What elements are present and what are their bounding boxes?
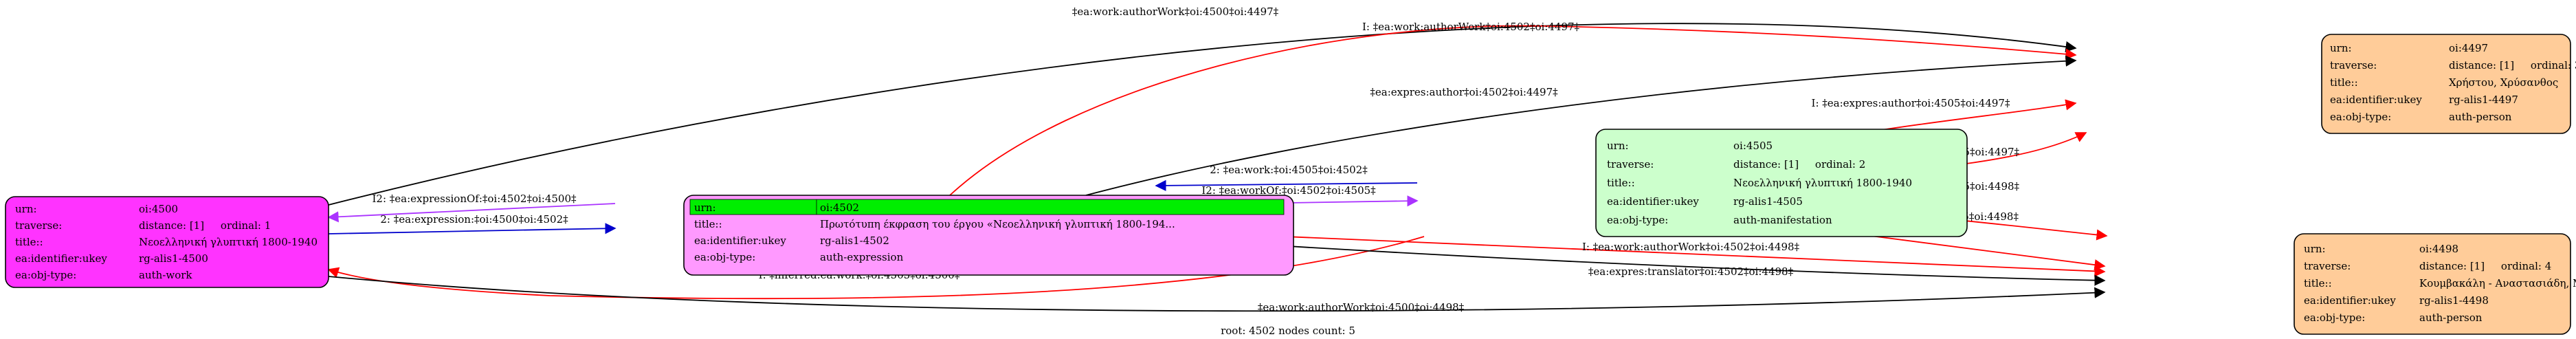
edge-label: ‡ea:expres:author‡oi:4502‡oi:4497‡ [1370, 86, 1558, 98]
row-value: Κουμβακάλη - Αναστασιάδη, Μυρτώ [2419, 277, 2576, 289]
row-key: ea:identifier:ukey [694, 234, 786, 247]
edge-label: I2: ‡ea:expressionOf:‡oi:4502‡oi:4500‡ [372, 193, 577, 205]
row-value: oi:4500 [139, 203, 178, 215]
row-value: distance: [1] ordinal: 3 [2449, 59, 2576, 72]
row-key: title:: [694, 218, 722, 230]
row-key: title:: [1607, 177, 1635, 189]
row-key: title:: [2330, 76, 2358, 89]
edge-label: I2: ‡ea:workOf:‡oi:4502‡oi:4505‡ [1201, 184, 1376, 197]
row-value: auth-work [139, 269, 192, 281]
row-key: ea:identifier:ukey [2304, 294, 2396, 307]
row-value: rg-alis1-4498 [2419, 294, 2489, 307]
row-value: auth-expression [820, 251, 904, 263]
edge-label: 2: ‡ea:expression:‡oi:4500‡oi:4502‡ [380, 213, 568, 226]
edge-label: ‡ea:work:authorWork‡oi:4500‡oi:4497‡ [1072, 6, 1279, 18]
row-value: rg-alis1-4497 [2449, 94, 2518, 106]
row-key: traverse: [15, 219, 62, 232]
row-key: traverse: [2304, 260, 2351, 272]
row-value: auth-person [2449, 111, 2512, 123]
row-value: auth-manifestation [1733, 214, 1832, 226]
row-value: Χρήστου, Χρύσανθος [2449, 76, 2558, 89]
row-value: oi:4502 [820, 201, 859, 214]
row-key: ea:identifier:ukey [2330, 94, 2422, 106]
edge-4500-4497-authorwork: ‡ea:work:authorWork‡oi:4500‡oi:4497‡ [328, 6, 2077, 206]
node-4498[interactable]: urn: oi:4498 traverse: distance: [1] ord… [2294, 233, 2576, 335]
edge-label: I: ‡ea:work:authorWork‡oi:4502‡oi:4498‡ [1582, 241, 1800, 253]
edge-4502-4500-expressionof: I2: ‡ea:expressionOf:‡oi:4502‡oi:4500‡ [327, 193, 616, 223]
row-key: title:: [15, 236, 43, 248]
edge-label: I: ‡ea:expres:author‡oi:4505‡oi:4497‡ [1812, 97, 2010, 109]
row-key: urn: [15, 203, 37, 215]
row-key: traverse: [1607, 158, 1654, 171]
row-key: title:: [2304, 277, 2332, 289]
edge-4500-4498-authorwork: ‡ea:work:authorWork‡oi:4500‡oi:4498‡ [328, 276, 2106, 314]
row-value: rg-alis1-4502 [820, 234, 889, 247]
row-value: rg-alis1-4505 [1733, 195, 1803, 208]
edge-label: ‡ea:expres:translator‡oi:4502‡oi:4498‡ [1588, 265, 1794, 278]
row-key: ea:obj-type: [2330, 111, 2391, 123]
edge-4505-4502-work: 2: ‡ea:work:‡oi:4505‡oi:4502‡ [1155, 164, 1418, 191]
row-key: ea:obj-type: [694, 251, 755, 263]
edge-label: I: ‡ea:work:authorWork‡oi:4502‡oi:4497‡ [1362, 21, 1580, 33]
edge-label: ‡ea:work:authorWork‡oi:4500‡oi:4498‡ [1258, 301, 1465, 314]
edge-4500-4502-expression: 2: ‡ea:expression:‡oi:4500‡oi:4502‡ [328, 213, 617, 234]
edge-4502-4498-translator: ‡ea:expres:translator‡oi:4502‡oi:4498‡ [1155, 237, 2106, 286]
edge-label: 2: ‡ea:work:‡oi:4505‡oi:4502‡ [1210, 164, 1368, 176]
row-key: ea:obj-type: [2304, 311, 2365, 324]
row-key: ea:obj-type: [1607, 214, 1668, 226]
node-4500[interactable]: urn: oi:4500 traverse: distance: [1] ord… [5, 196, 329, 288]
row-value: Νεοελληνική γλυπτική 1800-1940 [139, 236, 318, 248]
edge-4502-4497-inferred-authorwork: I: ‡ea:work:authorWork‡oi:4502‡oi:4497‡ [949, 21, 2077, 196]
urn-row-highlight [689, 199, 1285, 215]
row-value: distance: [1] ordinal: 2 [1733, 158, 1865, 171]
row-key: urn: [694, 201, 716, 214]
row-value: oi:4498 [2419, 243, 2458, 255]
row-value: distance: [1] ordinal: 1 [139, 219, 271, 232]
footer-caption: root: 4502 nodes count: 5 [1221, 325, 1355, 337]
node-4502-root[interactable]: urn: oi:4502 title:: Πρωτότυπη έκφραση τ… [683, 195, 1294, 276]
node-4505[interactable]: urn: oi:4505 traverse: distance: [1] ord… [1595, 129, 1968, 237]
row-value: oi:4497 [2449, 42, 2488, 54]
row-value: auth-person [2419, 311, 2483, 324]
row-key: urn: [2304, 243, 2326, 255]
edge-4502-4497-author: ‡ea:expres:author‡oi:4502‡oi:4497‡ [1085, 55, 2077, 196]
edge-4502-4498-inferred-authorwork: I: ‡ea:work:authorWork‡oi:4502‡oi:4498‡ [1155, 230, 2106, 277]
row-value: oi:4505 [1733, 140, 1773, 152]
row-key: urn: [1607, 140, 1629, 152]
row-key: ea:obj-type: [15, 269, 76, 281]
row-key: urn: [2330, 42, 2352, 54]
row-value: distance: [1] ordinal: 4 [2419, 260, 2551, 272]
row-key: ea:identifier:ukey [1607, 195, 1699, 208]
row-value: Πρωτότυπη έκφραση του έργου «Νεοελληνική… [820, 218, 1175, 230]
node-4497[interactable]: urn: oi:4497 traverse: distance: [1] ord… [2321, 34, 2576, 134]
row-key: traverse: [2330, 59, 2377, 72]
row-value: Νεοελληνική γλυπτική 1800-1940 [1733, 177, 1912, 189]
row-key: ea:identifier:ukey [15, 252, 107, 265]
row-value: rg-alis1-4500 [139, 252, 208, 265]
